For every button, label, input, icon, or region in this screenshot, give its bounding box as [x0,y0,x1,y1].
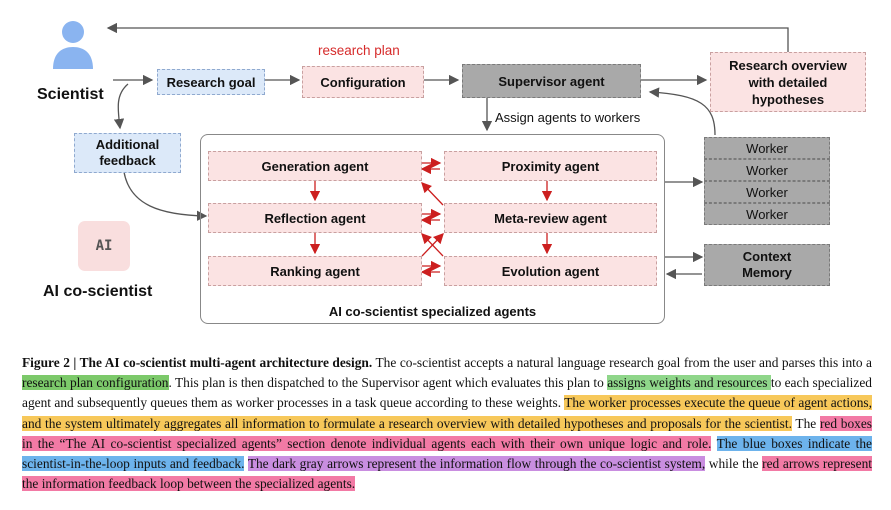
supervisor-agent-box: Supervisor agent [462,64,641,98]
workers-to-supervisor-arrow [648,87,716,136]
caption-highlight-purple: The dark gray arrows represent the infor… [247,456,706,472]
worker-box: Worker [704,159,830,181]
worker-box: Worker [704,181,830,203]
figure-label: Figure 2 | The AI co-scientist multi-age… [22,355,373,370]
diagram-connectors [106,22,789,280]
additional-feedback-box: Additional feedback [74,133,181,173]
ai-badge-icon: AI [78,221,130,271]
ranking-agent-box: Ranking agent [208,256,422,286]
generation-agent-box: Generation agent [208,151,422,181]
metareview-to-generation-cross-arrow [421,182,444,206]
specialized-agents-caption: AI co-scientist specialized agents [328,304,537,319]
worker-box: Worker [704,137,830,159]
worker-box: Worker [704,203,830,225]
overview-to-scientist-arrow [106,22,789,52]
caption-text: The [791,415,820,431]
caption-text: The co-scientist accepts a natural langu… [372,355,873,370]
research-goal-box: Research goal [157,69,265,95]
configuration-box: Configuration [302,66,424,98]
assign-agents-label: Assign agents to workers [495,110,641,125]
reflection-agent-box: Reflection agent [208,203,422,233]
caption-text: while the [705,456,763,472]
context-memory-box: Context Memory [704,244,830,286]
proximity-agent-box: Proximity agent [444,151,657,181]
caption-text: . This plan is then dispatched to the Su… [168,375,608,391]
meta-review-agent-box: Meta-review agent [444,203,657,233]
caption-highlight-green: assigns weights and resources [607,375,771,391]
scientist-icon [53,21,93,69]
scientist-label: Scientist [37,86,104,103]
specialized-agents-container [200,134,665,324]
figure-caption: Figure 2 | The AI co-scientist multi-age… [22,353,872,494]
research-overview-box: Research overview with detailed hypothes… [710,52,866,112]
caption-highlight-green: research plan configuration [22,375,169,391]
evolution-to-reflection-cross-arrow [421,233,444,257]
evolution-agent-box: Evolution agent [444,256,657,286]
research-plan-label: research plan [318,43,400,58]
caption-text: to each specialized agent and subsequent… [22,375,872,411]
caption-text [711,436,716,451]
ai-coscientist-label: AI co-scientist [43,283,153,300]
feedback-to-reflection-arrow [123,171,208,221]
scientist-to-feedback-arrow [113,83,129,130]
